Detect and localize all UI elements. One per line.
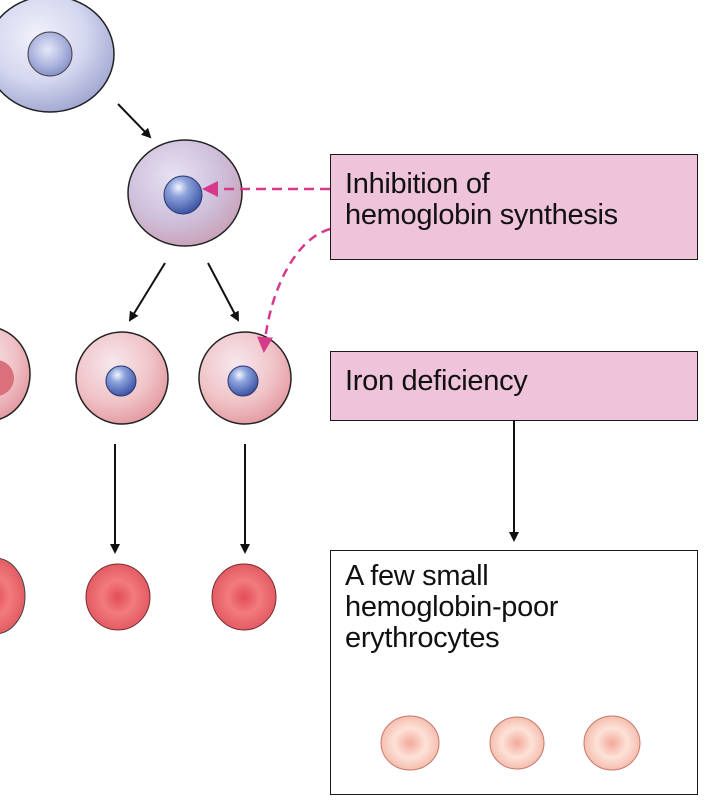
iron-deficiency-label: Iron deficiency	[345, 365, 528, 397]
erythroblast-cropped	[0, 328, 31, 420]
arrow-to-erythroblast-right	[207, 262, 239, 322]
erythroblast-middle	[75, 331, 169, 425]
result-line-2: hemoglobin-poor	[345, 591, 559, 623]
proerythroblast	[127, 139, 243, 247]
pale-erythrocyte-1	[380, 715, 440, 771]
inhibition-line-2: hemoglobin synthesis	[345, 199, 618, 231]
arrow-stem-to-proerythroblast	[117, 103, 152, 139]
arrow-to-erythroblast-left	[128, 262, 166, 322]
erythrocyte-right	[211, 563, 277, 631]
erythrocyte-cropped	[0, 558, 26, 634]
result-line-1: A few small	[345, 560, 489, 592]
pale-erythrocyte-3	[583, 715, 641, 771]
stem-cell	[0, 0, 115, 113]
iron-deficiency-box: Iron deficiency	[330, 351, 698, 421]
result-line-3: erythrocytes	[345, 622, 500, 654]
erythroblast-right	[198, 331, 292, 425]
dashed-arrow-inhibition-to-erythroblast	[257, 227, 331, 353]
result-box: A few small hemoglobin-poor erythrocytes	[330, 550, 698, 795]
inhibition-line-1: Inhibition of	[345, 168, 490, 200]
inhibition-label-box: Inhibition of hemoglobin synthesis	[330, 154, 698, 260]
erythrocyte-middle	[85, 563, 151, 631]
pale-erythrocyte-2	[489, 716, 545, 770]
